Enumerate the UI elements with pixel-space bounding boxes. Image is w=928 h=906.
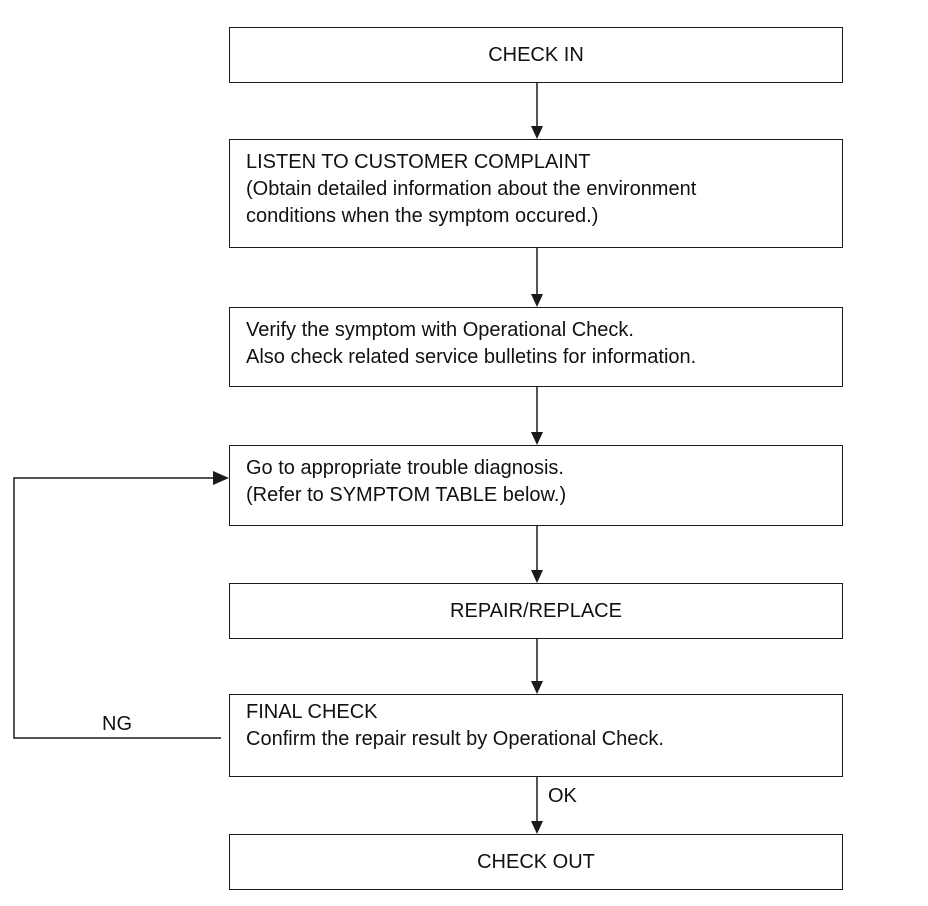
step-final-title: FINAL CHECK [246,701,378,723]
branch-label-ng: NG [102,713,132,735]
step-repair-replace: REPAIR/REPLACE [229,583,843,639]
step-verify-line-2: Also check related service bulletins for… [246,346,697,368]
branch-label-ok: OK [548,785,577,807]
step-listen-detail-line-1: (Obtain detailed information about the e… [246,178,697,200]
step-listen-title: LISTEN TO CUSTOMER COMPLAINT [246,151,591,173]
step-listen-detail-line-2: conditions when the symptom occured.) [246,205,599,227]
arrowhead-to-diagnosis [531,432,543,445]
step-diagnosis-line-1: Go to appropriate trouble diagnosis. [246,457,564,479]
step-verify-line-1: Verify the symptom with Operational Chec… [246,319,634,341]
step-check-in-text: CHECK IN [488,43,584,66]
step-final-check: FINAL CHECK Confirm the repair result by… [229,694,843,777]
arrowhead-to-repair [531,570,543,583]
arrowhead-to-checkout [531,821,543,834]
step-check-in: CHECK IN [229,27,843,83]
step-trouble-diagnosis: Go to appropriate trouble diagnosis. (Re… [229,445,843,526]
step-final-detail: Confirm the repair result by Operational… [246,728,664,750]
connector-ng-loop [13,477,221,739]
arrowhead-to-listen [531,126,543,139]
step-check-out: CHECK OUT [229,834,843,890]
arrowhead-to-verify [531,294,543,307]
step-verify-symptom: Verify the symptom with Operational Chec… [229,307,843,387]
step-listen-to-customer: LISTEN TO CUSTOMER COMPLAINT (Obtain det… [229,139,843,248]
arrowhead-ng-loop [213,471,229,485]
arrowhead-to-final [531,681,543,694]
step-diagnosis-line-2: (Refer to SYMPTOM TABLE below.) [246,484,567,506]
step-check-out-text: CHECK OUT [477,850,595,873]
step-repair-text: REPAIR/REPLACE [450,599,622,622]
